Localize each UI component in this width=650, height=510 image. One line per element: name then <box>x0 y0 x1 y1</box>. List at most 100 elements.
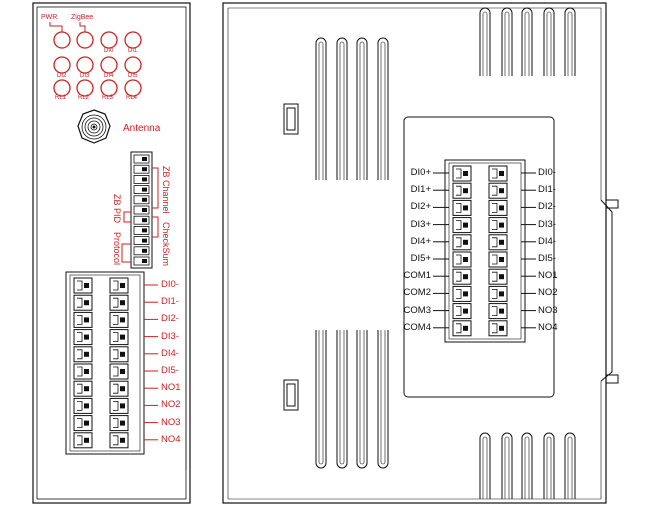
di0-led-icon <box>100 31 118 49</box>
front-terminal-cell <box>109 363 129 380</box>
rl1-led-icon <box>53 79 71 97</box>
dip-switch-lever <box>142 157 147 161</box>
front-terminal-cell <box>73 363 93 380</box>
dip-switch-slot[interactable] <box>133 236 150 246</box>
vent-slot-inner <box>567 11 573 76</box>
dip-switch-slot[interactable] <box>133 215 150 225</box>
vent-slot-inner <box>318 41 324 180</box>
vent-slot-inner <box>546 11 552 76</box>
front-terminal-cell <box>73 432 93 449</box>
vent-slot <box>564 7 576 76</box>
side-terminal-cell <box>452 320 472 337</box>
rl2-led-icon <box>76 79 94 97</box>
side-terminal-block <box>433 159 536 343</box>
dip-switch-lever <box>142 248 147 253</box>
side-panel <box>222 2 619 504</box>
dip-switch-slot[interactable] <box>133 185 150 195</box>
dip-switch-lever <box>142 167 147 172</box>
side-terminal-cell <box>488 165 508 182</box>
side-terminal-cell <box>452 234 472 251</box>
front-terminal-cell <box>109 415 129 432</box>
vent-slot-inner <box>524 11 530 76</box>
side-terminal-cell <box>488 199 508 216</box>
side-terminal-cell <box>488 285 508 302</box>
dip-switch-slot[interactable] <box>133 154 150 164</box>
dip-switch-slot[interactable] <box>133 195 150 205</box>
front-terminal-cell <box>73 277 93 294</box>
vent-slot <box>521 432 533 499</box>
side-terminal-cell <box>488 234 508 251</box>
vent-slots-top <box>315 7 576 180</box>
vent-slot-inner <box>524 436 530 499</box>
side-terminal-cell <box>452 251 472 268</box>
vent-slot <box>377 37 389 180</box>
vent-slot-inner <box>567 436 573 499</box>
side-terminal-cell <box>452 199 472 216</box>
pwr-led-icon <box>53 31 71 49</box>
dip-switch-slot[interactable] <box>133 225 150 235</box>
side-terminal-cell <box>488 217 508 234</box>
front-terminal-cell <box>109 397 129 414</box>
dip-switch-slot[interactable] <box>133 256 150 266</box>
vent-slot-inner <box>318 330 324 465</box>
dip-switch-slot[interactable] <box>133 246 150 256</box>
vent-slots-bottom <box>315 330 576 499</box>
vent-slot-inner <box>359 41 365 180</box>
vent-slot <box>501 432 513 499</box>
vent-slot <box>479 432 491 499</box>
front-terminal-cell <box>73 311 93 328</box>
side-terminal-cell <box>488 268 508 285</box>
di4-led-icon <box>100 56 118 74</box>
front-terminal-cell <box>109 380 129 397</box>
di2-led-icon <box>53 56 71 74</box>
vent-slot <box>336 330 348 469</box>
front-panel <box>32 2 191 504</box>
di5-led-icon <box>124 56 142 74</box>
front-terminal-cell <box>73 346 93 363</box>
side-latches <box>283 103 299 411</box>
vent-slot-inner <box>380 330 386 465</box>
dip-switch-lever <box>142 208 147 212</box>
front-terminal-cell <box>109 432 129 449</box>
antenna-icon <box>77 109 111 144</box>
front-terminal-cell <box>109 311 129 328</box>
vent-slot <box>356 37 368 180</box>
vent-slot-inner <box>546 436 552 499</box>
side-terminal-cell <box>452 285 472 302</box>
side-terminal-cell <box>452 217 472 234</box>
led-grid <box>53 31 142 97</box>
vent-slot <box>356 330 368 469</box>
front-terminal-cell <box>73 415 93 432</box>
vent-slot-inner <box>380 41 386 180</box>
vent-slot-inner <box>339 330 345 465</box>
front-terminal-cell <box>109 277 129 294</box>
side-terminal-cell <box>488 182 508 199</box>
dip-switch-slot[interactable] <box>133 205 150 215</box>
front-terminal-block <box>65 271 158 455</box>
side-terminal-cell <box>452 303 472 320</box>
dip-switch-lever <box>142 259 147 263</box>
front-terminal-cell <box>73 397 93 414</box>
vent-slot-inner <box>339 41 345 180</box>
dip-switch-lever <box>142 238 147 243</box>
dip-switch-lever <box>142 228 147 233</box>
rl4-led-icon <box>124 79 142 97</box>
vent-slot <box>315 330 327 469</box>
side-terminal-cell <box>488 303 508 320</box>
dip-switch-lever <box>142 218 147 223</box>
dip-switch[interactable] <box>130 151 153 269</box>
dip-switch-lever <box>142 197 147 202</box>
dip-switch-slot[interactable] <box>133 164 150 174</box>
front-terminal-cell <box>109 329 129 346</box>
vent-slot-inner <box>482 11 488 76</box>
dip-switch-slot[interactable] <box>133 174 150 184</box>
vent-slot <box>377 330 389 469</box>
di3-led-icon <box>76 56 94 74</box>
dip-group-brackets <box>121 167 159 263</box>
side-terminal-cell <box>488 251 508 268</box>
side-terminal-cell <box>452 182 472 199</box>
di1-led-icon <box>124 31 142 49</box>
vent-slot <box>315 37 327 180</box>
front-panel-outer <box>32 2 191 504</box>
side-label-panel <box>403 116 555 398</box>
